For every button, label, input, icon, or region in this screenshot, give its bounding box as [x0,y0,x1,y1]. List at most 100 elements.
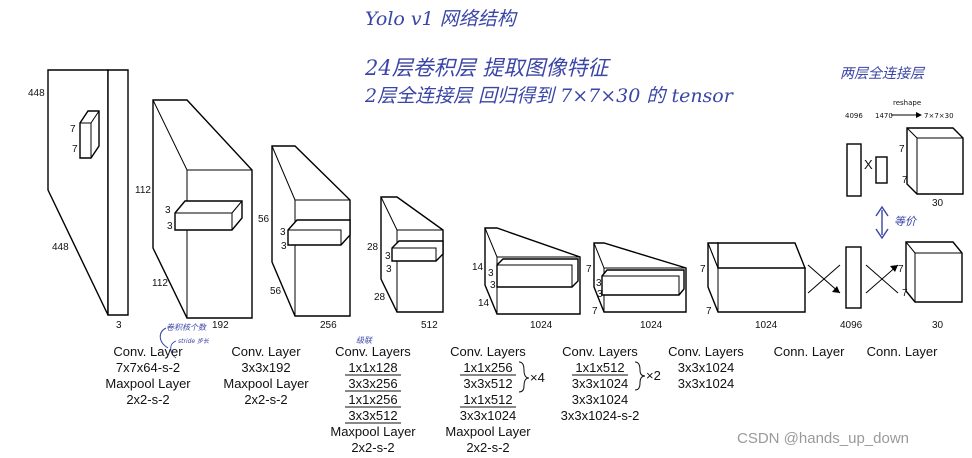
dim-input-448-top: 448 [28,88,45,99]
layer8-title: Conn. Layer [867,344,938,359]
dim-b6-depth: 1024 [755,320,778,331]
dim-b6-7b: 7 [706,306,712,317]
layer5-conv-c: 3x3x1024 [572,392,628,407]
layer7-title: Conn. Layer [774,344,845,359]
dim-b4-depth: 1024 [530,320,553,331]
layer-desc-2: Conv. Layer 3x3x192 Maxpool Layer 2x2-s-… [223,344,309,407]
dim-input-3: 3 [116,320,122,331]
layer1-maxpool: Maxpool Layer [105,376,191,391]
dim-b3-28b: 28 [374,292,386,303]
note-fc-layers: 2层全连接层 回归得到 7×7×30 的 tensor [364,85,735,107]
equivalence-arrow [875,205,889,240]
dim-b2-56b: 56 [270,286,282,297]
output-tensor-cube [905,241,963,303]
input-image-block [47,69,129,316]
note-two-fc: 两层全连接层 [840,66,926,82]
note-cascade: 级联 [356,336,373,345]
fc-top-reshape-label: reshape [893,99,921,107]
dim-b3-28a: 28 [367,242,379,253]
layer2-conv: 3x3x192 [241,360,290,375]
layer-desc-1: Conv. Layer 7x7x64-s-2 Maxpool Layer 2x2… [105,344,191,407]
layer4-brace [518,361,530,393]
feature-map-block-5 [593,242,687,313]
dim-top-7b: 7 [902,175,908,186]
layer-desc-3: Conv. Layers 1x1x128 3x3x256 1x1x256 3x3… [330,344,416,455]
dim-b5-7a: 7 [586,264,592,275]
note-equivalent: 等价 [894,215,917,228]
dim-out-7a: 7 [898,264,904,275]
layer4-conv-c: 1x1x512 [463,392,512,407]
layer-desc-4: Conv. Layers 1x1x256 3x3x512 ×4 1x1x512 … [445,344,544,455]
dim-b5-3b: 3 [597,289,603,300]
layer-desc-6: Conv. Layers 3x3x1024 3x3x1024 [668,344,744,391]
dim-b3-3b: 3 [386,264,392,275]
note-kernel-count: 卷积核个数 [166,323,207,332]
fc-top-x: X [864,157,873,172]
watermark: CSDN @hands_up_down [737,430,909,447]
layer4-repeat: ×4 [530,370,545,385]
layer5-conv-a: 1x1x512 [575,360,624,375]
fc-top-out-label: 7×7×30 [924,112,954,120]
dim-b5-3a: 3 [596,278,602,289]
layer5-repeat: ×2 [646,368,661,383]
fc-top-1470-label: 1470 [875,112,893,120]
feature-map-block-4 [484,227,581,315]
layer6-conv-b: 3x3x1024 [678,376,734,391]
dim-b2-3a: 3 [280,227,286,238]
fc-top-1470-bar [875,156,888,184]
dim-input-448-side: 448 [52,242,69,253]
layer5-conv-b: 3x3x1024 [572,376,628,391]
layer6-title: Conv. Layers [668,344,744,359]
dim-out-7b: 7 [902,288,908,299]
cross-arrow-2 [865,264,899,294]
feature-map-block-1 [152,99,253,319]
layer5-title: Conv. Layers [562,344,638,359]
dim-b1-depth: 192 [212,320,229,331]
dim-fc-4096: 4096 [840,320,863,331]
fc-top-reshape-arrowhead [916,112,922,118]
layer3-conv-d: 3x3x512 [348,408,397,423]
dim-input-7a: 7 [70,124,76,135]
layer2-maxpool: Maxpool Layer [223,376,309,391]
dim-b3-depth: 512 [421,320,438,331]
dim-top-30: 30 [932,198,944,209]
fc-top-4096-bar [846,143,862,197]
layer1-pool-size: 2x2-s-2 [126,392,169,407]
dim-b2-depth: 256 [320,320,337,331]
cross-arrow-1 [807,264,841,294]
dim-b5-depth: 1024 [640,320,663,331]
dim-b2-56a: 56 [258,214,270,225]
layer4-conv-b: 3x3x512 [463,376,512,391]
layer3-title: Conv. Layers [335,344,411,359]
layer1-title: Conv. Layer [113,344,183,359]
dim-input-7b: 7 [72,144,78,155]
note-stride: stride 步长 [178,337,210,345]
feature-map-block-6 [707,242,807,313]
dim-out-30: 30 [932,320,944,331]
layer4-title: Conv. Layers [450,344,526,359]
dim-b4-14a: 14 [472,262,484,273]
dim-b1-3b: 3 [167,221,173,232]
note-arrow-curve [159,327,169,349]
dim-b4-14b: 14 [478,298,490,309]
layer2-pool-size: 2x2-s-2 [244,392,287,407]
layer4-maxpool: Maxpool Layer [445,424,531,439]
layer4-conv-a: 1x1x256 [463,360,512,375]
feature-map-block-3 [380,196,444,313]
layer3-conv-a: 1x1x128 [348,360,397,375]
layer6-conv-a: 3x3x1024 [678,360,734,375]
layer2-title: Conv. Layer [231,344,301,359]
dim-b2-3b: 3 [281,241,287,252]
layer4-pool-size: 2x2-s-2 [466,440,509,455]
note-arrow-curve-2 [170,340,177,359]
dim-top-7a: 7 [899,144,905,155]
layer5-conv-d: 3x3x1024-s-2 [561,408,640,423]
layer3-maxpool: Maxpool Layer [330,424,416,439]
dim-b6-7a: 7 [700,264,706,275]
feature-map-block-2 [271,145,351,317]
dim-b3-3a: 3 [385,251,391,262]
dim-b5-7b: 7 [592,306,598,317]
fc-top-4096-label: 4096 [845,112,863,120]
layer3-conv-b: 3x3x256 [348,376,397,391]
